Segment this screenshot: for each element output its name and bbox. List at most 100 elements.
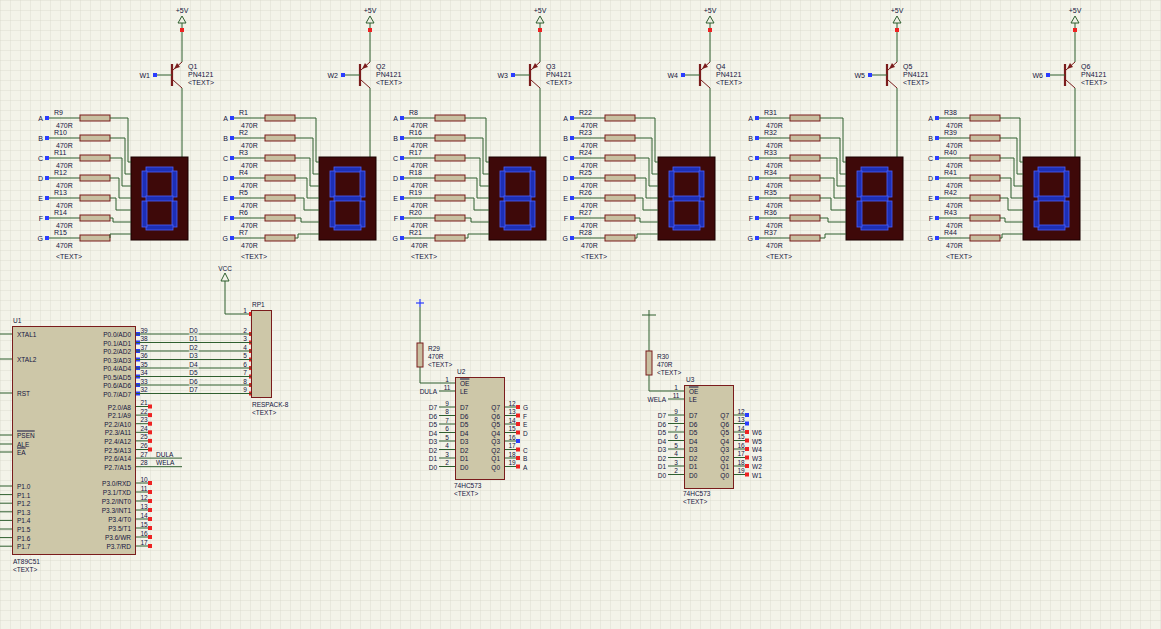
net-label: WELA [648, 396, 666, 403]
wire [0, 444, 12, 445]
pin-end [400, 236, 404, 240]
display-segment [530, 171, 535, 197]
wire [820, 138, 846, 174]
pin-name: ALE [17, 441, 29, 448]
part-value: 470R [241, 241, 258, 248]
pin-number: 7 [674, 424, 678, 431]
pin-number: 6 [445, 425, 449, 432]
text-placeholder: <TEXT> [13, 566, 37, 573]
part-ref: R44 [944, 228, 957, 235]
pin-number: 19 [508, 459, 515, 466]
part-ref: U2 [457, 368, 465, 375]
pin-number: 7 [243, 369, 247, 376]
net-label: W6 [1033, 72, 1044, 79]
resistor-symbol [265, 135, 295, 141]
net-label: E [38, 195, 43, 202]
net-label: A [38, 115, 43, 122]
wire [574, 178, 605, 179]
wire [1000, 218, 1023, 222]
wire [234, 218, 265, 219]
wire [668, 399, 684, 400]
wire [49, 238, 80, 239]
net-label: D5 [658, 429, 666, 436]
net-label: B [563, 135, 568, 142]
wire [295, 198, 319, 210]
net-label: F [224, 215, 228, 222]
pin-end [570, 236, 574, 240]
wire [136, 501, 150, 502]
wire [439, 458, 455, 459]
pin-name: LE [689, 396, 697, 403]
pin-end [148, 422, 152, 426]
wire [0, 511, 12, 512]
part-value: 470R [411, 181, 428, 188]
pin-number: 39 [140, 326, 147, 333]
pin-end [745, 422, 749, 426]
power-label: +5V [891, 7, 904, 14]
wire [343, 75, 360, 76]
wire [49, 118, 80, 119]
part-ref: R14 [54, 208, 67, 215]
pin-number: 24 [140, 424, 147, 431]
pin-end [681, 73, 685, 77]
wire [136, 423, 150, 424]
net-label: A [393, 115, 398, 122]
net-label: WELA [156, 459, 174, 466]
wire [668, 423, 684, 424]
part-ref: R11 [54, 148, 66, 155]
wire [1000, 234, 1023, 238]
pin-name: P1.1 [17, 491, 30, 498]
display-segment [504, 225, 531, 230]
net-label: W3 [498, 72, 509, 79]
pin-name: P2.3/A11 [105, 429, 131, 436]
wire [635, 234, 658, 238]
pin-number: 5 [445, 433, 449, 440]
text-placeholder: <TEXT> [581, 253, 607, 260]
wire [668, 432, 684, 433]
part-value: 470R [581, 221, 598, 228]
pin-name: P3.3/INT1 [102, 507, 131, 514]
display-segment [887, 171, 892, 197]
net-label: D4 [429, 429, 437, 436]
display-segment [887, 201, 892, 227]
part-ref: R26 [579, 188, 592, 195]
part-ref: R12 [54, 168, 67, 175]
net-label: C [563, 155, 568, 162]
text-placeholder: <TEXT> [716, 79, 742, 86]
part-ref: R31 [764, 108, 777, 115]
text-placeholder: <TEXT> [411, 253, 437, 260]
net-label: A [563, 115, 568, 122]
pin-name: Q4 [491, 429, 500, 436]
wire [649, 315, 650, 351]
wire [136, 440, 150, 441]
net-label: D6 [188, 377, 198, 384]
wire [404, 198, 435, 199]
resistor-symbol [970, 195, 1000, 201]
pin-name: P1.7 [17, 543, 30, 550]
net-label: W4 [668, 72, 679, 79]
display-segment [1038, 167, 1065, 172]
latch-chip: U274HC573<TEXT>OELED7D6D5D4D3D2D1D0Q7Q6Q… [455, 377, 505, 480]
resistor-symbol [265, 215, 295, 221]
wire [182, 88, 183, 157]
wire [939, 178, 970, 179]
pin-name: OE [460, 380, 469, 387]
text-placeholder: <TEXT> [252, 409, 276, 416]
pin-name: P1.5 [17, 526, 30, 533]
power-symbol [706, 16, 714, 23]
pin-end [45, 156, 49, 160]
resistor-symbol [435, 135, 465, 141]
pin-name: LE [460, 388, 468, 395]
pin-number: 2 [243, 326, 247, 333]
pin-name: D1 [460, 455, 468, 462]
text-placeholder: <TEXT> [903, 79, 929, 86]
pin-name: D0 [460, 463, 468, 470]
resistor-symbol [435, 115, 465, 121]
transistor-emitter [1066, 62, 1075, 70]
pin-number: 2 [674, 467, 678, 474]
wire [439, 415, 455, 416]
pin-end [935, 176, 939, 180]
wire [136, 458, 182, 459]
pin-number: 4 [445, 442, 449, 449]
transistor-emitter [531, 62, 540, 70]
